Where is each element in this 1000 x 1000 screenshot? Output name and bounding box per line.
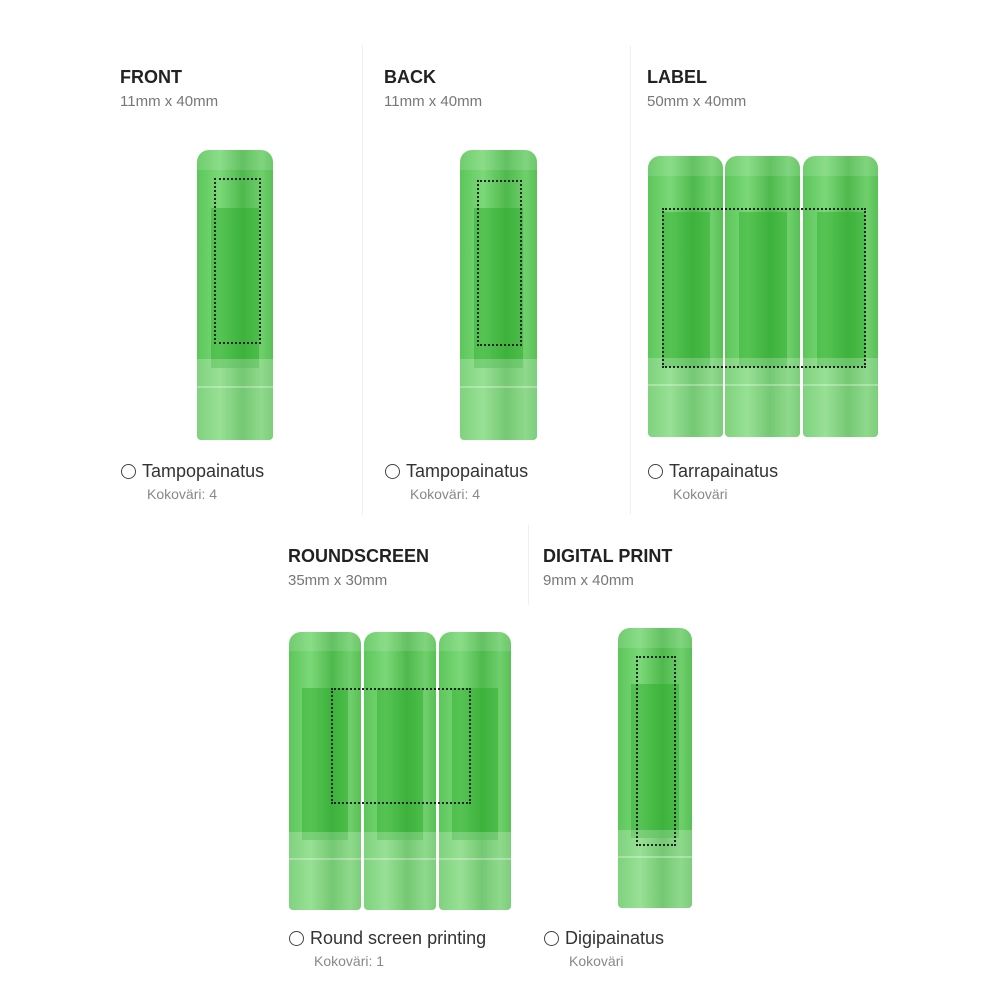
product-image [364, 632, 436, 910]
radio-icon[interactable] [289, 931, 304, 946]
product-image [803, 156, 878, 437]
print-area [214, 178, 261, 344]
panel-title: LABEL [647, 67, 707, 87]
print-area [331, 688, 471, 804]
option-label: Tarrapainatus [669, 461, 779, 481]
panel-title: BACK [384, 67, 436, 87]
panel-size: 9mm x 40mm [543, 572, 634, 589]
panel-size: 11mm x 40mm [120, 93, 219, 110]
product-image [725, 156, 800, 437]
product-image [648, 156, 723, 437]
divider [528, 525, 529, 605]
option-digipainatus[interactable]: Digipainatus [544, 928, 664, 949]
panel-title: DIGITAL PRINT [543, 546, 673, 566]
product-image [460, 150, 537, 440]
option-label: Digipainatus [565, 928, 665, 948]
option-round-screen-printing[interactable]: Round screen printing [289, 928, 486, 949]
option-label: Tampopainatus [406, 461, 529, 481]
color-count: Kokoväri: 1 [314, 953, 385, 969]
panel-size: 50mm x 40mm [647, 93, 747, 110]
panel-title: ROUNDSCREEN [288, 546, 430, 566]
color-count: Kokoväri [569, 953, 624, 969]
color-count: Kokoväri [673, 486, 728, 502]
product-image [439, 632, 511, 910]
radio-icon[interactable] [648, 464, 663, 479]
option-tampopainatus-back[interactable]: Tampopainatus [385, 461, 528, 482]
color-count: Kokoväri: 4 [410, 486, 481, 502]
radio-icon[interactable] [385, 464, 400, 479]
color-count: Kokoväri: 4 [147, 486, 218, 502]
print-area [477, 180, 522, 346]
option-label: Tampopainatus [142, 461, 265, 481]
panel-size: 11mm x 40mm [384, 93, 483, 110]
product-image [618, 628, 692, 908]
option-label: Round screen printing [310, 928, 487, 948]
print-area [662, 208, 866, 368]
panel-size: 35mm x 30mm [288, 572, 388, 589]
panel-title: FRONT [120, 67, 182, 87]
divider [630, 45, 631, 515]
option-tampopainatus-front[interactable]: Tampopainatus [121, 461, 264, 482]
radio-icon[interactable] [121, 464, 136, 479]
option-tarrapainatus[interactable]: Tarrapainatus [648, 461, 778, 482]
print-area [636, 656, 676, 846]
radio-icon[interactable] [544, 931, 559, 946]
divider [362, 45, 363, 515]
product-image [289, 632, 361, 910]
